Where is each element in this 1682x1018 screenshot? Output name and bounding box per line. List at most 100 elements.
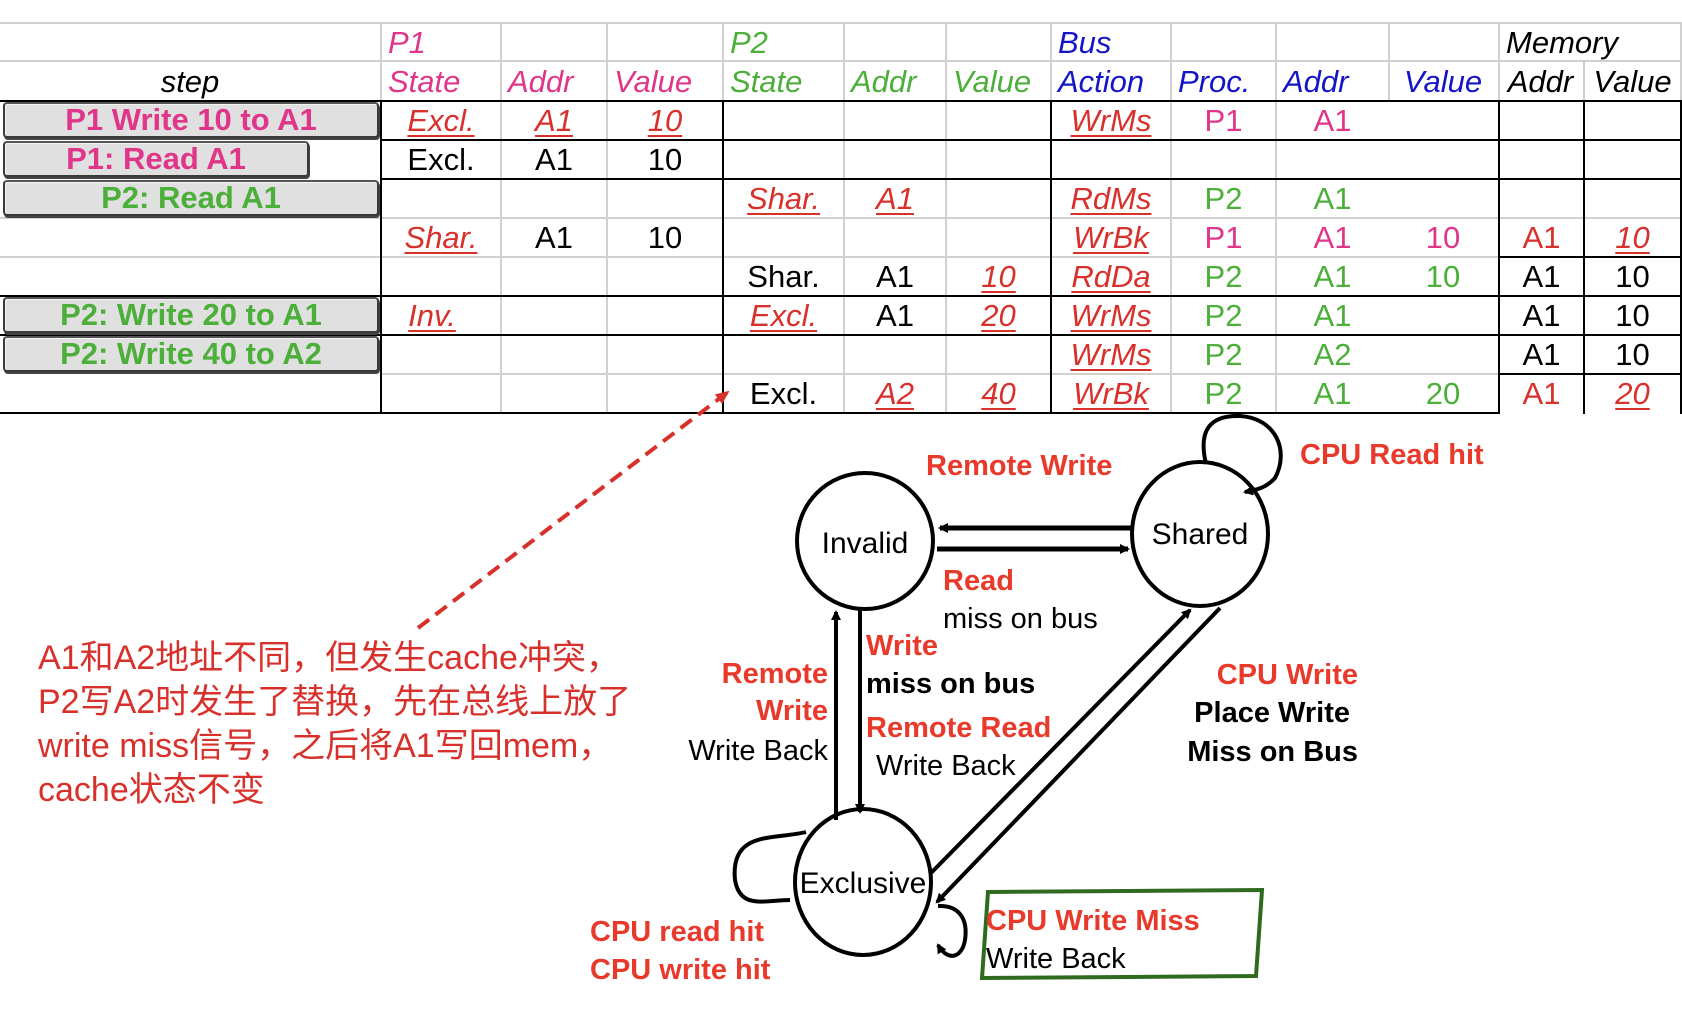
bus-addr-value: A1 <box>1313 219 1352 255</box>
p2-state-value: Shar. <box>747 180 820 216</box>
table-cell: A2 <box>845 374 945 412</box>
step-button-p2-write-40-a2[interactable]: P2: Write 40 to A2 <box>3 336 379 372</box>
cpu-read-hit-shared-loop-icon <box>1201 413 1283 496</box>
coherence-table: P1 P2 Bus Memory step State Addr Value S… <box>0 0 1682 415</box>
write-miss-on-bus-label: miss on bus <box>866 668 1035 700</box>
table-cell: 20 <box>947 296 1050 334</box>
grid-line <box>722 22 724 102</box>
bus-addr-value: A1 <box>1313 180 1352 216</box>
p2-state-header: State <box>730 63 803 99</box>
bus-proc-value: P1 <box>1204 219 1243 255</box>
table-border <box>0 295 1682 297</box>
table-cell: Inv. <box>382 296 482 334</box>
bus-action-value: WrMs <box>1070 102 1152 138</box>
bus-action-value: RdMs <box>1070 180 1152 216</box>
bus-addr-value: A1 <box>1313 102 1352 138</box>
table-border <box>722 100 724 414</box>
step-button-p1-write-10-a1[interactable]: P1 Write 10 to A1 <box>3 102 379 138</box>
grid-line <box>380 22 382 102</box>
bus-value-value: 10 <box>1425 219 1461 255</box>
bus-proc-value: P2 <box>1204 297 1243 333</box>
state-exclusive-label: Exclusive <box>800 867 927 900</box>
p1-value-value: 10 <box>647 219 683 255</box>
grid-line <box>380 373 1682 375</box>
table-cell: WrBk <box>1052 374 1170 412</box>
bus-action-value: WrMs <box>1070 336 1152 372</box>
annotation-pointer-arrow <box>416 390 730 630</box>
table-cell: 10 <box>1585 218 1680 256</box>
mem-addr-value: A1 <box>1522 336 1561 372</box>
bus-action-value: WrBk <box>1073 219 1149 255</box>
table-cell: RdMs <box>1052 179 1170 217</box>
state-invalid-label: Invalid <box>822 527 909 560</box>
p1-state-value: Shar. <box>404 219 478 255</box>
cpu-hit-exclusive-loop-icon <box>732 830 807 904</box>
p1-value-value: 10 <box>647 141 683 177</box>
table-cell: 10 <box>608 101 722 139</box>
state-shared-circle <box>1130 460 1270 608</box>
table-border <box>1050 100 1052 414</box>
read-miss-on-bus-label: miss on bus <box>943 603 1098 635</box>
p1-addr-value: A1 <box>535 141 573 177</box>
p1-state-header: State <box>388 63 461 99</box>
cache-conflict-annotation: A1和A2地址不同，但发生cache冲突，P2写A2时发生了替换，先在总线上放了… <box>38 639 632 809</box>
table-border <box>0 100 1682 102</box>
remote-label: Remote <box>722 658 828 690</box>
bus-proc-value: P2 <box>1204 336 1243 372</box>
table-cell: RdDa <box>1052 257 1170 295</box>
cpu-write-miss-highlight-box <box>979 887 1265 981</box>
memory-group-header: Memory <box>1506 24 1618 60</box>
step-button-p2-write-20-a1[interactable]: P2: Write 20 to A1 <box>3 297 379 333</box>
table-cell: 40 <box>947 374 1050 412</box>
bus-proc-value: P2 <box>1204 258 1243 294</box>
p2-value-value: 40 <box>981 375 1016 411</box>
cpu-write-miss-exclusive-loop-icon <box>936 903 968 958</box>
cpu-read-hit-label: CPU Read hit <box>1300 439 1484 471</box>
bus-action-value: RdDa <box>1071 258 1151 294</box>
bus-proc-header: Proc. <box>1178 63 1251 99</box>
bus-value-value: 20 <box>1425 375 1461 411</box>
miss-on-bus-right-label: Miss on Bus <box>1187 736 1358 768</box>
mem-addr-value: A1 <box>1522 219 1561 255</box>
bus-group-header: Bus <box>1058 24 1112 60</box>
bus-addr-value: A1 <box>1313 375 1352 411</box>
cpu-write-miss-label: CPU Write Miss <box>986 905 1200 937</box>
bus-proc-value: P2 <box>1204 180 1243 216</box>
remote-read-exclusive-shared-arrow <box>928 608 1192 876</box>
grid-line <box>606 22 608 413</box>
grid-line <box>1498 22 1500 102</box>
p1-value-value: 10 <box>647 102 683 138</box>
mem-addr-value: A1 <box>1522 297 1561 333</box>
p2-addr-value: A2 <box>876 375 914 411</box>
table-border <box>380 139 1682 141</box>
step-button-p2-read-a1[interactable]: P2: Read A1 <box>3 180 379 216</box>
bus-action-value: WrMs <box>1070 297 1152 333</box>
table-cell: A1 <box>502 101 606 139</box>
table-border <box>1680 100 1682 414</box>
grid-line <box>1170 22 1172 413</box>
grid-line <box>500 22 502 413</box>
p2-addr-value: A1 <box>876 180 914 216</box>
table-border <box>1498 100 1500 414</box>
state-shared-label: Shared <box>1152 518 1249 551</box>
write-label: Write <box>866 630 938 662</box>
table-border <box>0 412 1498 414</box>
bus-value-value: 10 <box>1425 258 1461 294</box>
table-cell: Excl. <box>382 101 500 139</box>
mem-value-header: Value <box>1593 63 1672 99</box>
table-cell: 10 <box>947 257 1050 295</box>
remote-read-write-back-label: Write Back <box>876 750 1016 782</box>
remote-write-left-label: Write <box>756 695 828 727</box>
mem-value-value: 10 <box>1615 219 1650 255</box>
p2-value-header: Value <box>953 63 1032 99</box>
cpu-write-shared-exclusive-arrow <box>935 606 1222 904</box>
step-button-p1-read-a1[interactable]: P1: Read A1 <box>3 141 309 177</box>
grid-line <box>1050 22 1052 102</box>
grid-line <box>0 60 1682 62</box>
p2-addr-header: Addr <box>851 63 917 99</box>
mem-value-value: 10 <box>1615 336 1650 372</box>
p1-state-value: Inv. <box>408 297 456 333</box>
table-cell: WrMs <box>1052 101 1170 139</box>
place-write-label: Place Write <box>1194 697 1350 729</box>
p1-addr-value: A1 <box>535 219 573 255</box>
